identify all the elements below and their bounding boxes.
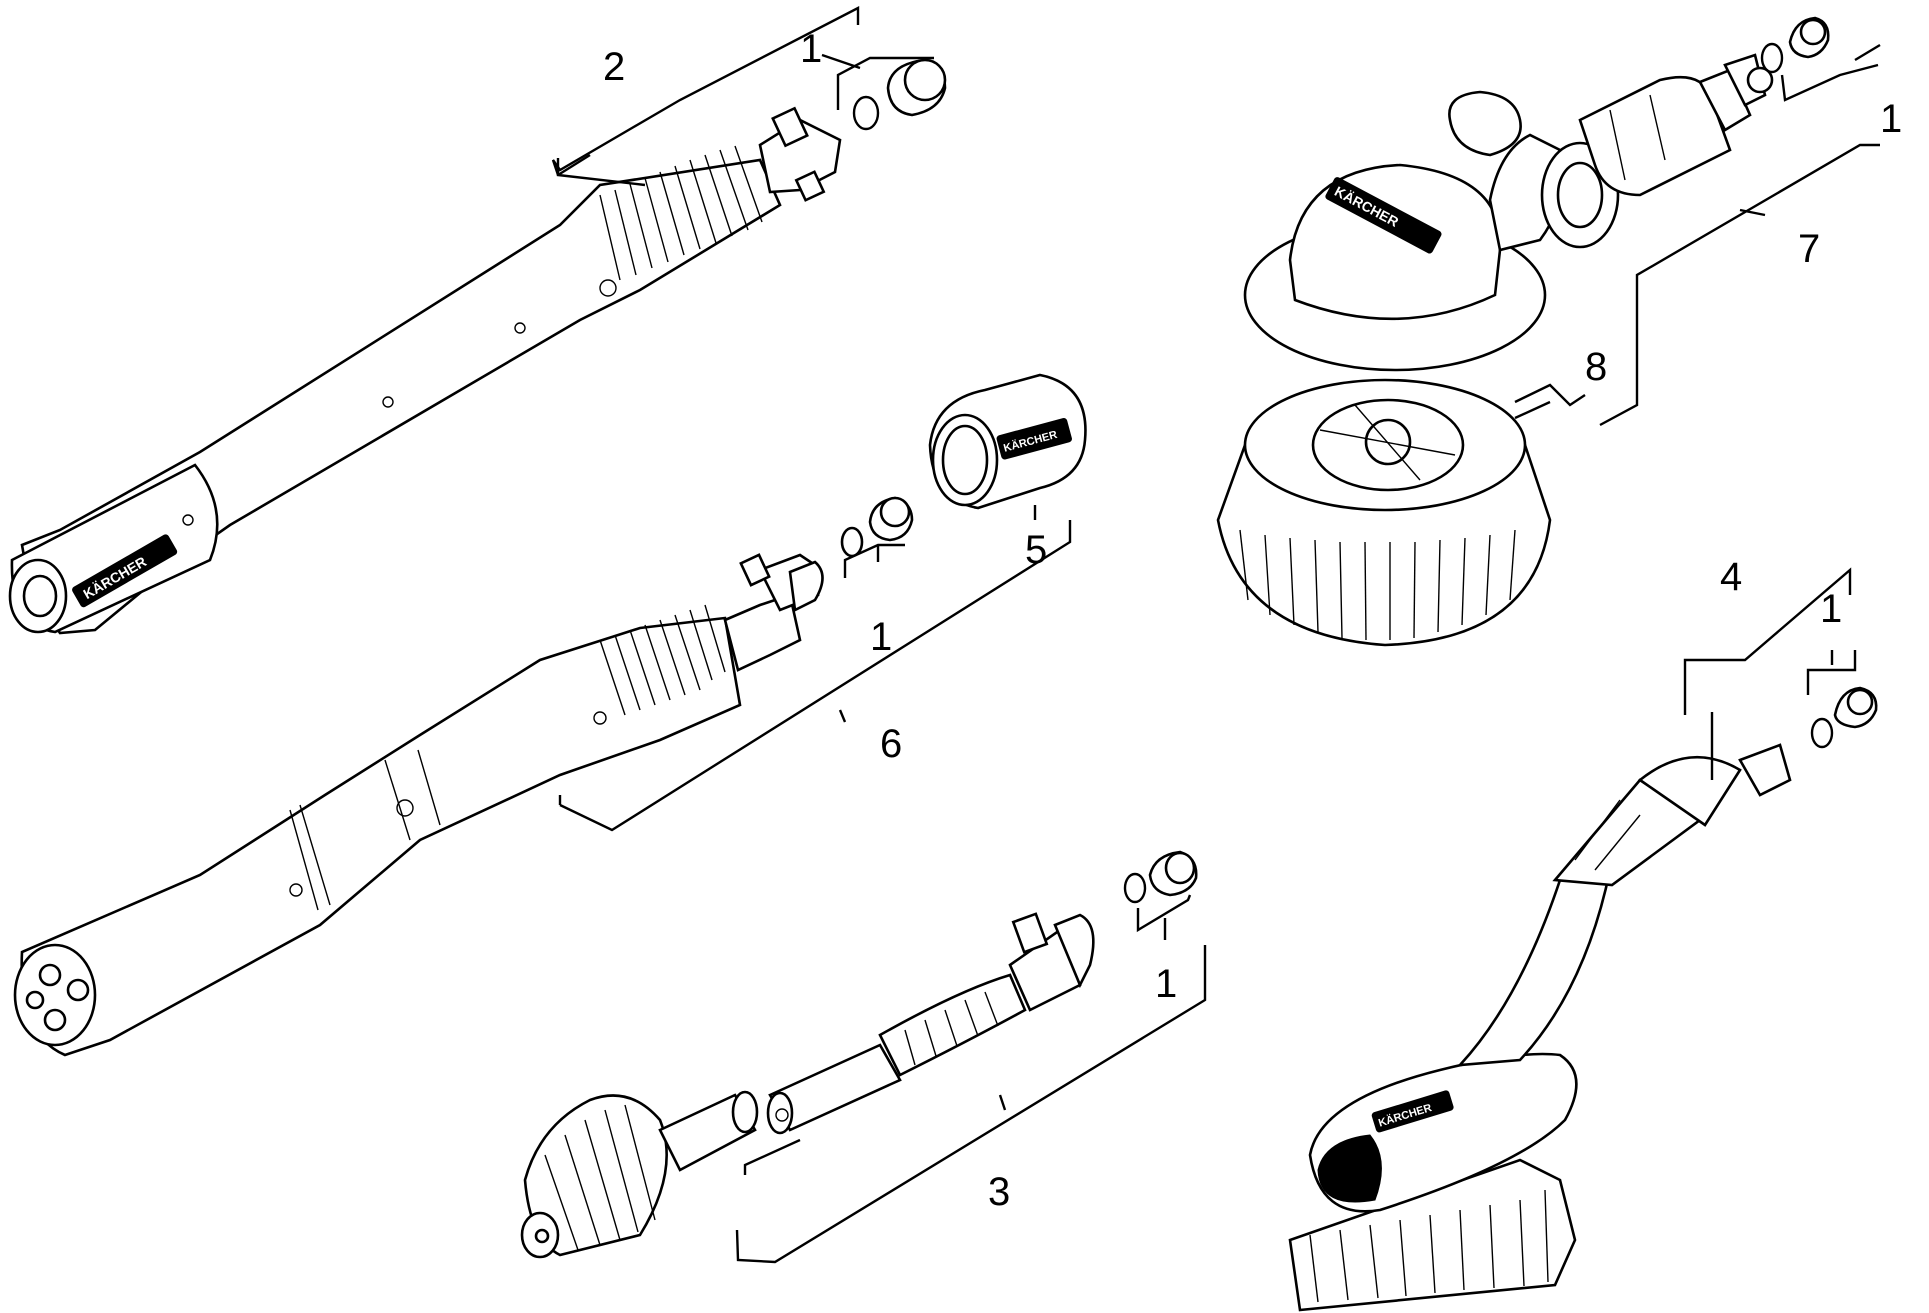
callout-2: 2 <box>603 45 625 89</box>
callout-labels: 1 2 5 1 6 1 3 1 7 8 4 1 <box>603 27 1902 1214</box>
nozzle-seal-set-1a <box>852 58 947 131</box>
nozzle-seal-set-1e <box>1810 686 1878 749</box>
nozzle-seal-set-1c <box>1123 850 1198 904</box>
lance-part-3 <box>520 912 1095 1259</box>
callout-7: 7 <box>1798 227 1820 271</box>
callout-8: 8 <box>1585 345 1607 389</box>
callout-3: 3 <box>988 1170 1010 1214</box>
wash-brush-part-4: KÄRCHER <box>1288 743 1792 1312</box>
bristle-lines <box>1239 529 1516 641</box>
callout-4: 4 <box>1720 555 1742 599</box>
lance-part-2: KÄRCHER <box>8 106 842 635</box>
cone-ribs <box>544 1104 656 1251</box>
wash-bristles <box>1309 1189 1549 1303</box>
grip-ribs-3 <box>904 991 999 1066</box>
brush-head-part-8 <box>1216 378 1552 647</box>
callout-1: 1 <box>870 615 892 659</box>
callout-1: 1 <box>1155 962 1177 1006</box>
adapter-sleeve-part-5: KÄRCHER <box>928 373 1087 510</box>
rotary-brush-part-7: KÄRCHER <box>1216 53 1774 647</box>
callout-1: 1 <box>800 27 822 71</box>
callout-6: 6 <box>880 722 902 766</box>
callout-1: 1 <box>1880 97 1902 141</box>
thread-ribs <box>599 604 726 716</box>
nozzle-seal-set-1d <box>1760 16 1830 74</box>
lance-part-6 <box>13 553 824 1057</box>
callout-1: 1 <box>1820 587 1842 631</box>
leader-lines <box>551 6 1881 1264</box>
grip-ribs <box>599 145 763 281</box>
callout-5: 5 <box>1025 528 1047 572</box>
